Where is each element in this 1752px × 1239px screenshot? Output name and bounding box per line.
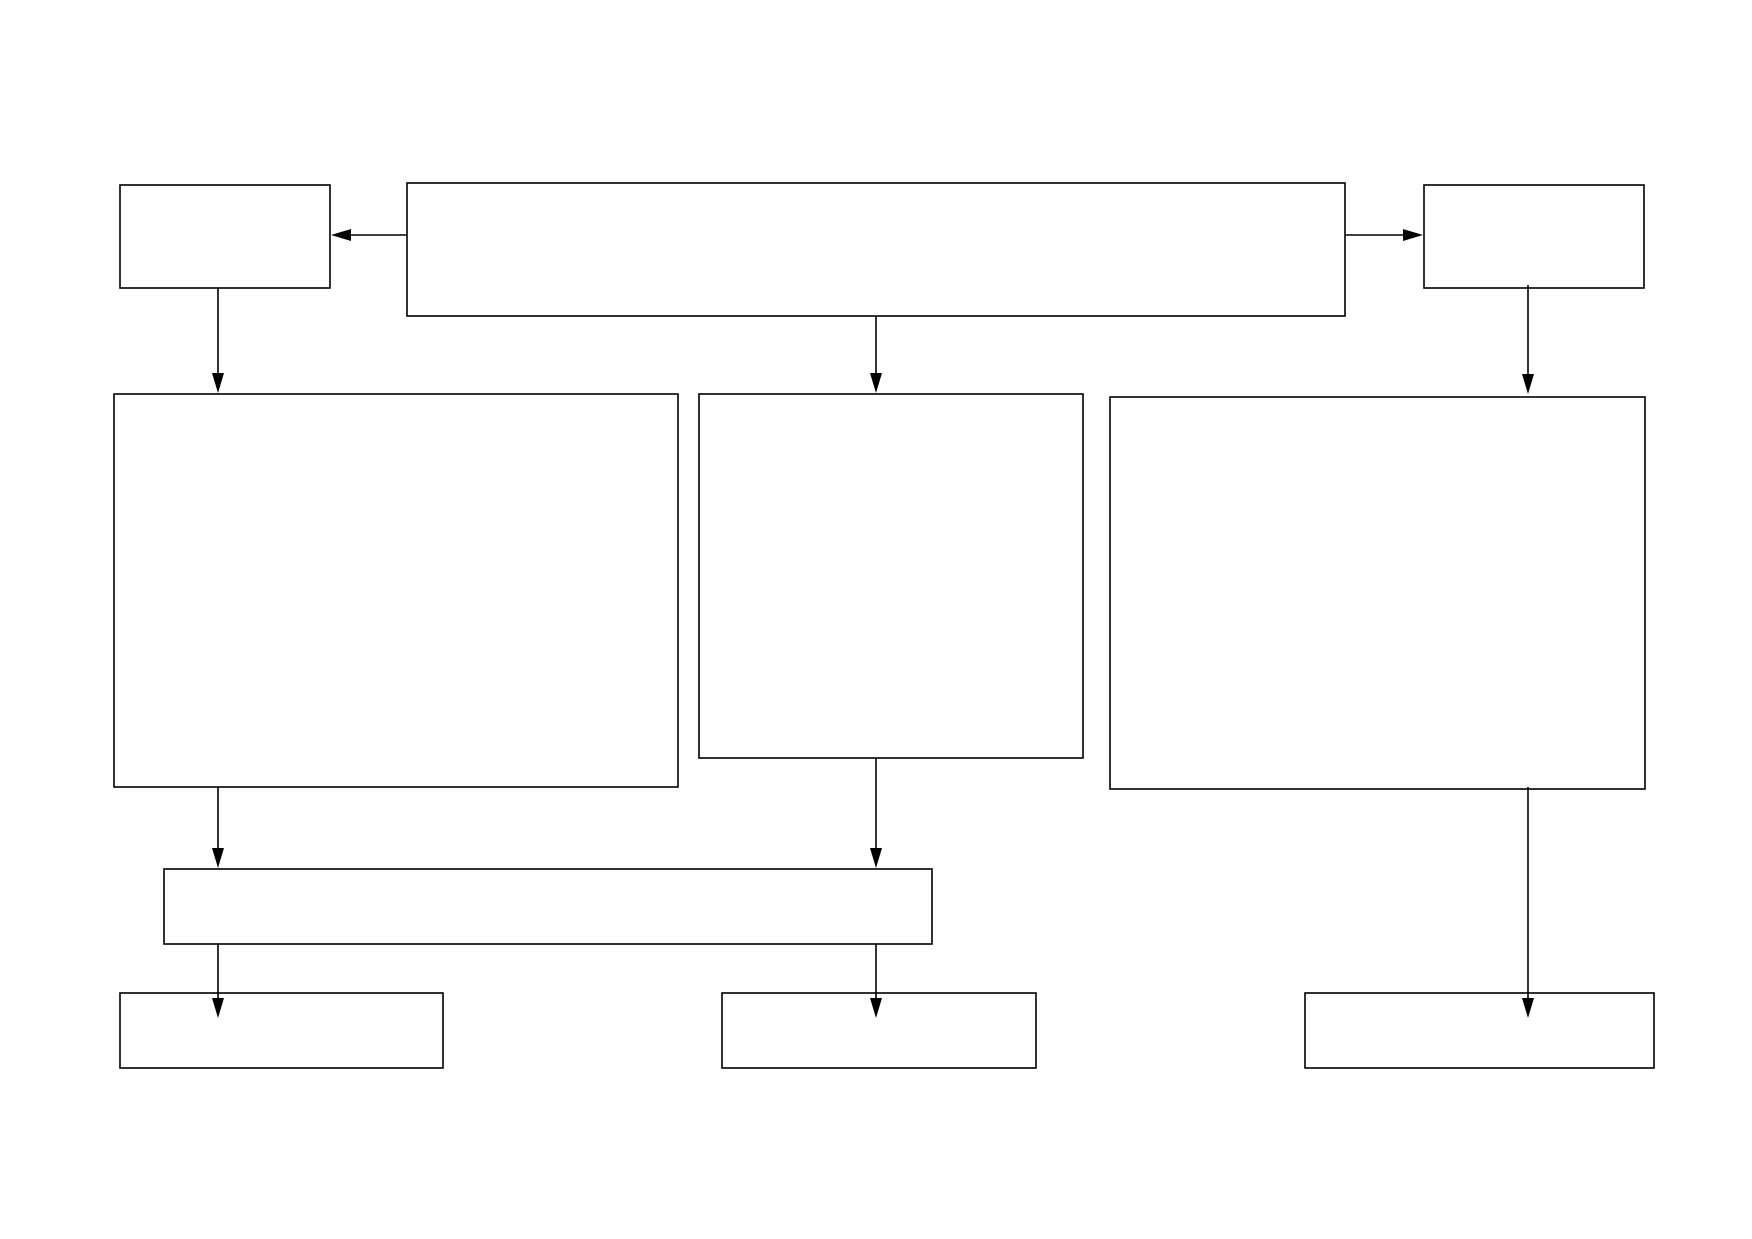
arrow-mid-right-to-bottom-right [1522, 787, 1534, 1018]
arrow-top-center-to-top-right [1345, 229, 1423, 241]
arrow-top-left-to-mid-left [212, 288, 224, 393]
arrow-top-center-to-mid-center [870, 316, 882, 393]
box-top-right [1423, 184, 1645, 289]
box-mid-left [113, 393, 679, 788]
arrow-top-right-to-mid-right [1522, 285, 1534, 394]
arrow-top-center-to-top-left [331, 229, 407, 241]
arrow-mid-left-to-merge-bar [212, 787, 224, 868]
box-merge-bar [163, 868, 933, 945]
arrow-merge-bar-to-bottom-center [870, 944, 882, 1018]
box-mid-center [698, 393, 1084, 759]
box-top-left [119, 184, 331, 289]
box-bottom-right [1304, 992, 1655, 1069]
arrow-mid-center-to-merge-bar [870, 758, 882, 868]
arrow-merge-bar-to-bottom-left [212, 944, 224, 1018]
box-mid-right [1109, 396, 1646, 790]
box-top-center [406, 182, 1346, 317]
box-bottom-left [119, 992, 444, 1069]
